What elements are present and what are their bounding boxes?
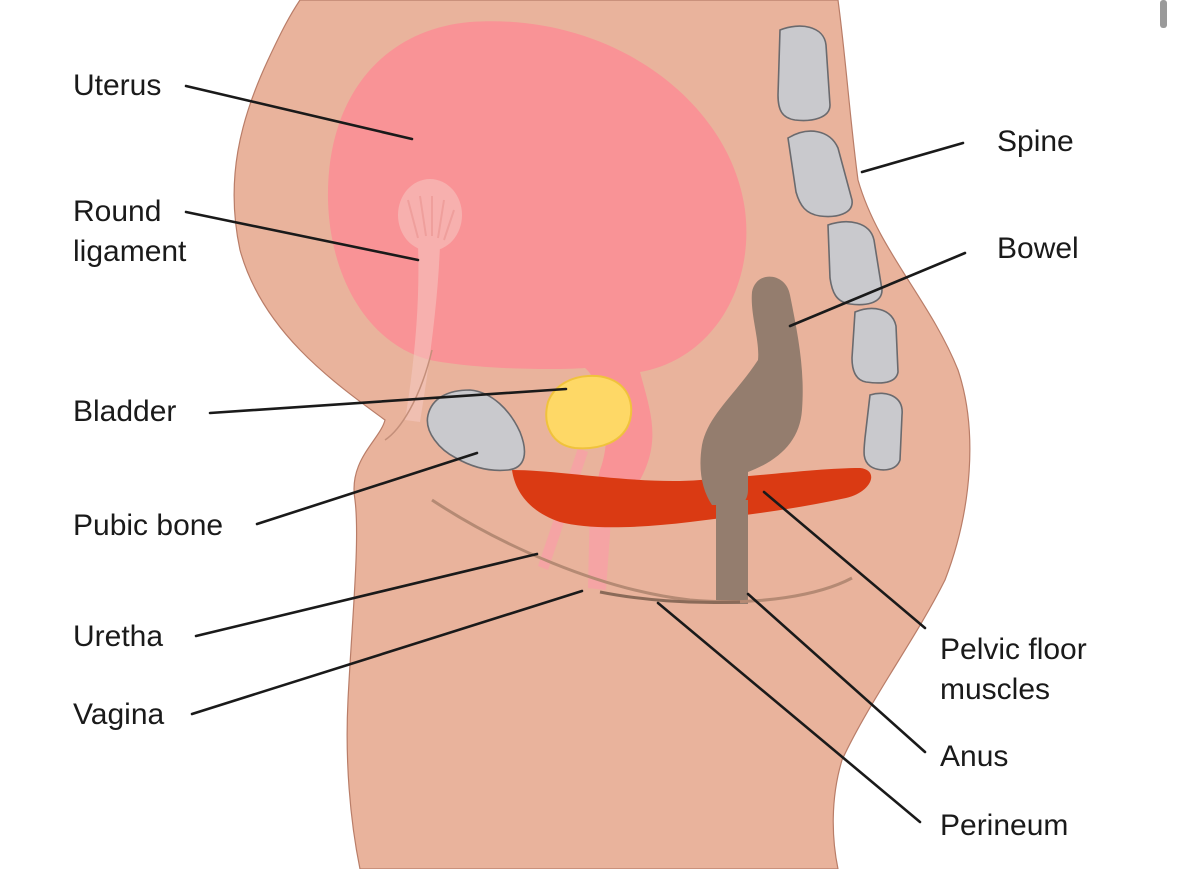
pelvic-floor-muscles-shape [512, 468, 872, 528]
anus-leader [746, 592, 927, 754]
vagina-leader [190, 589, 584, 716]
label-bowel: Bowel [997, 232, 1079, 265]
bowel-leader [788, 251, 967, 328]
pubic-bone-shape [426, 389, 526, 472]
label-anus: Anus [940, 740, 1008, 773]
uterus-leader [184, 84, 414, 141]
label-round-ligament-line2: ligament [73, 235, 187, 268]
label-uretha: Uretha [73, 620, 163, 653]
round-ligament [398, 179, 462, 422]
anterior-crease-line [384, 349, 433, 441]
bowel-shape [700, 276, 803, 505]
perineum-line [431, 498, 853, 604]
perineum-leader [656, 601, 922, 824]
spine-vertebrae [777, 25, 903, 471]
label-spine: Spine [997, 125, 1074, 158]
label-round-ligament-line1: Round [73, 195, 161, 228]
scrollbar[interactable] [1160, 0, 1167, 28]
label-uterus: Uterus [73, 69, 161, 102]
anus-shape [716, 500, 748, 604]
round-ligament-leader [184, 210, 420, 262]
uterus-shape [327, 21, 747, 498]
bladder-leader [208, 387, 568, 415]
label-pelvic-floor-line2: muscles [940, 673, 1050, 706]
label-pelvic-floor-line1: Pelvic floor [940, 633, 1087, 666]
label-pubic-bone: Pubic bone [73, 509, 223, 542]
bladder-shape [545, 374, 633, 450]
spine-leader [860, 141, 965, 174]
label-bladder: Bladder [73, 395, 176, 428]
label-vagina: Vagina [73, 698, 165, 731]
uretha-leader [194, 552, 539, 638]
pubic-bone-leader [255, 451, 479, 526]
pelvic-floor-leader [762, 490, 927, 630]
label-perineum: Perineum [940, 809, 1068, 842]
perineum-dark-segment [599, 590, 741, 605]
